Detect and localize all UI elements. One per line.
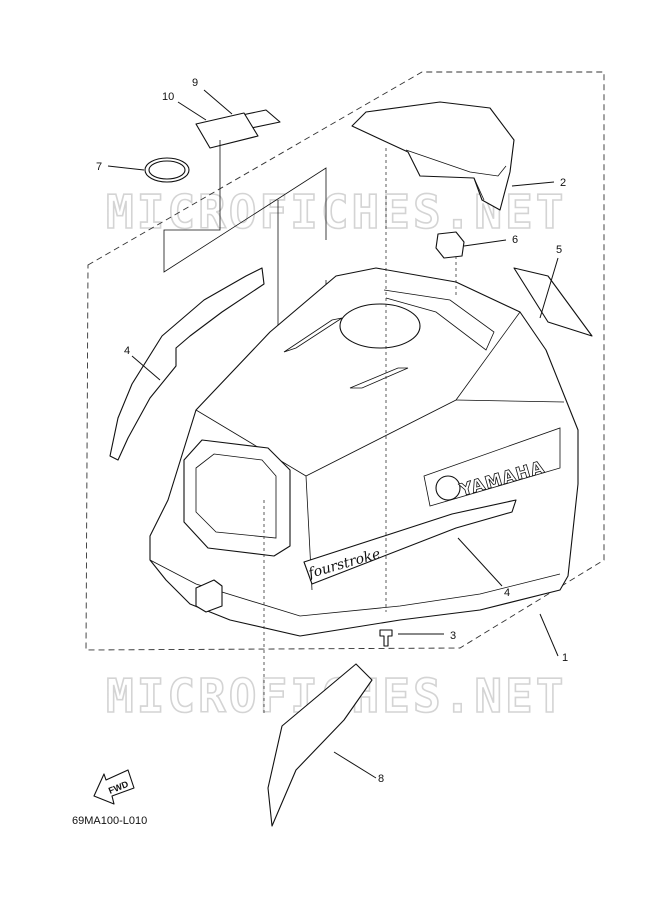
cowling-front-window	[183, 439, 291, 557]
callout-9: 9	[192, 77, 198, 89]
diagram-code: 69MA100-L010	[72, 815, 147, 827]
handle-part-2-edge	[405, 149, 507, 201]
yamaha-emblem-icon	[435, 475, 461, 501]
decal-part-8	[267, 663, 373, 827]
side-stripe-part-4	[109, 267, 265, 461]
leader-6	[463, 239, 507, 247]
clip-part-6	[435, 231, 465, 259]
callout-6: 6	[512, 234, 518, 246]
cowling-top-ridge	[195, 311, 521, 477]
callout-8: 8	[378, 773, 384, 785]
cowling-accent-right	[349, 367, 409, 389]
cowling-lower-lip	[149, 559, 561, 617]
callout-4b: 4	[504, 587, 510, 599]
leader-2	[511, 181, 555, 187]
cowling-top-slot	[383, 289, 495, 351]
guide-line-7	[163, 140, 327, 273]
screw-part-3	[379, 629, 393, 647]
leader-5	[539, 257, 559, 319]
callout-1: 1	[562, 652, 568, 664]
leader-10	[177, 101, 207, 121]
callout-7: 7	[96, 161, 102, 173]
callout-5: 5	[556, 244, 562, 256]
leader-7	[107, 165, 145, 171]
cowling-latch-clip	[195, 579, 223, 613]
cowling-accent-left	[283, 317, 343, 353]
callout-4a: 4	[124, 345, 130, 357]
cowling-top-opening	[339, 303, 421, 349]
leader-9	[203, 89, 233, 115]
leader-4b	[457, 537, 503, 587]
decal-part-5	[513, 267, 593, 337]
fwd-arrow-icon: FWD	[93, 769, 135, 805]
callout-10: 10	[162, 91, 174, 103]
label-strip-10	[195, 112, 259, 149]
leader-8	[333, 751, 377, 779]
cowling-badge-band	[423, 427, 561, 507]
grommet-ring-7-inner	[148, 160, 186, 180]
fourstroke-stripe	[303, 499, 517, 585]
leader-4a	[131, 355, 161, 381]
cowling-front-window-inner	[195, 453, 277, 539]
leader-1	[539, 613, 559, 657]
callout-2: 2	[560, 177, 566, 189]
assembly-boundary	[85, 71, 605, 651]
callout-3: 3	[450, 630, 456, 642]
handle-part-2	[351, 101, 515, 211]
